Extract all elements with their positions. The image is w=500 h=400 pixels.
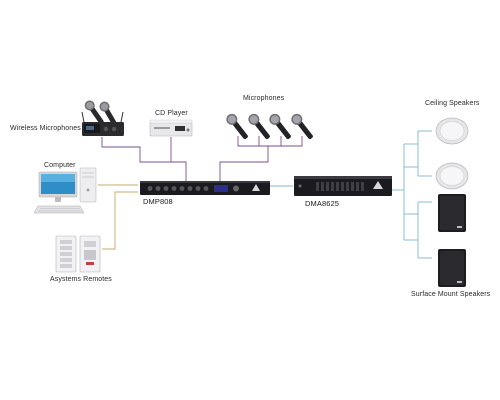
microphones-label: Microphones [243,95,285,102]
remotes-label: Asystems Remotes [50,276,112,283]
surface-mount-speakers-label: Surface Mount Speakers [411,291,491,298]
audio-connection-lines [101,136,303,181]
surface-speaker-icon [438,194,466,232]
wireless-microphones-icon [81,100,124,136]
wireless-mic-line [101,137,187,181]
remotes-icon [55,235,101,273]
speaker-connection-lines [392,130,432,259]
cd-player-label: CD Player [155,110,188,117]
surface-speaker-icon [438,249,466,287]
ceiling-speaker-icon [435,162,469,190]
computer-label: Computer [44,162,76,169]
dma8625-label: DMA8625 [305,199,340,208]
mic-bus-line [237,136,303,147]
microphones-icon [226,113,313,140]
remotes-line [102,191,138,250]
dmp808-mixer-icon [140,181,270,195]
dma8625-amplifier-icon [294,176,392,196]
computer-icon [33,167,97,214]
ceiling-speakers-label: Ceiling Speakers [425,100,480,107]
control-connection-lines [98,184,138,250]
cd-player-icon [149,119,193,137]
wireless-microphones-label: Wireless Microphones [10,125,81,132]
ceiling-speaker-icon [435,117,469,145]
mic-to-mixer-line [219,146,269,181]
dmp808-label: DMP808 [143,197,173,206]
